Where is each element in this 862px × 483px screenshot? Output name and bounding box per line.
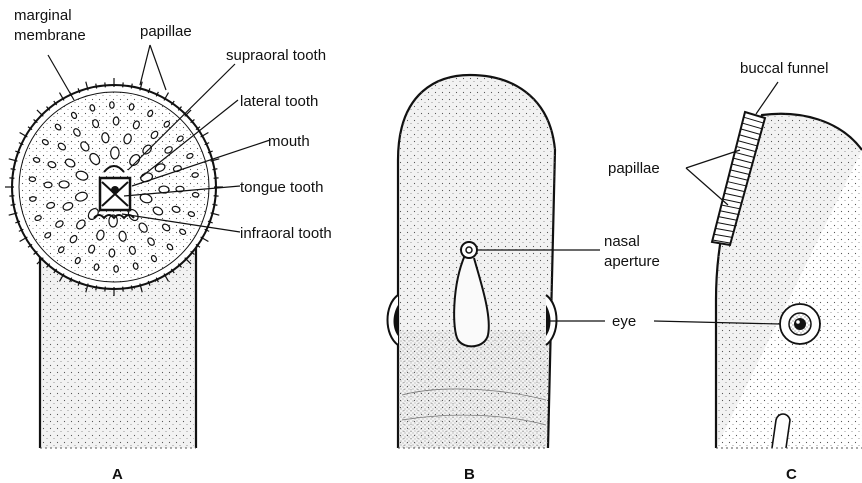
eye-c [780,304,820,344]
label-nasal-aperture-1: nasal [604,233,640,250]
label-papillae-c: papillae [608,160,660,177]
label-eye: eye [612,313,636,330]
label-buccal-funnel: buccal funnel [740,60,828,77]
label-supraoral-tooth: supraoral tooth [226,47,326,64]
label-tongue-tooth: tongue tooth [240,179,323,196]
panel-a: marginal membrane papillae supraoral too… [5,7,332,483]
tongue-tooth-mark [111,186,119,194]
label-mouth: mouth [268,133,310,150]
panel-b: nasal aperture eye B [388,70,660,483]
label-papillae-a: papillae [140,23,192,40]
label-nasal-aperture-2: aperture [604,253,660,270]
panel-label-a: A [112,466,123,483]
label-marginal-membrane-1: marginal [14,7,72,24]
label-infraoral-tooth: infraoral tooth [240,225,332,242]
oral-disc [5,78,223,296]
panel-c: buccal funnel papillae C [608,60,862,483]
label-lateral-tooth: lateral tooth [240,93,318,110]
panel-label-b: B [464,466,475,483]
label-marginal-membrane-2: membrane [14,27,86,44]
panel-label-c: C [786,466,797,483]
